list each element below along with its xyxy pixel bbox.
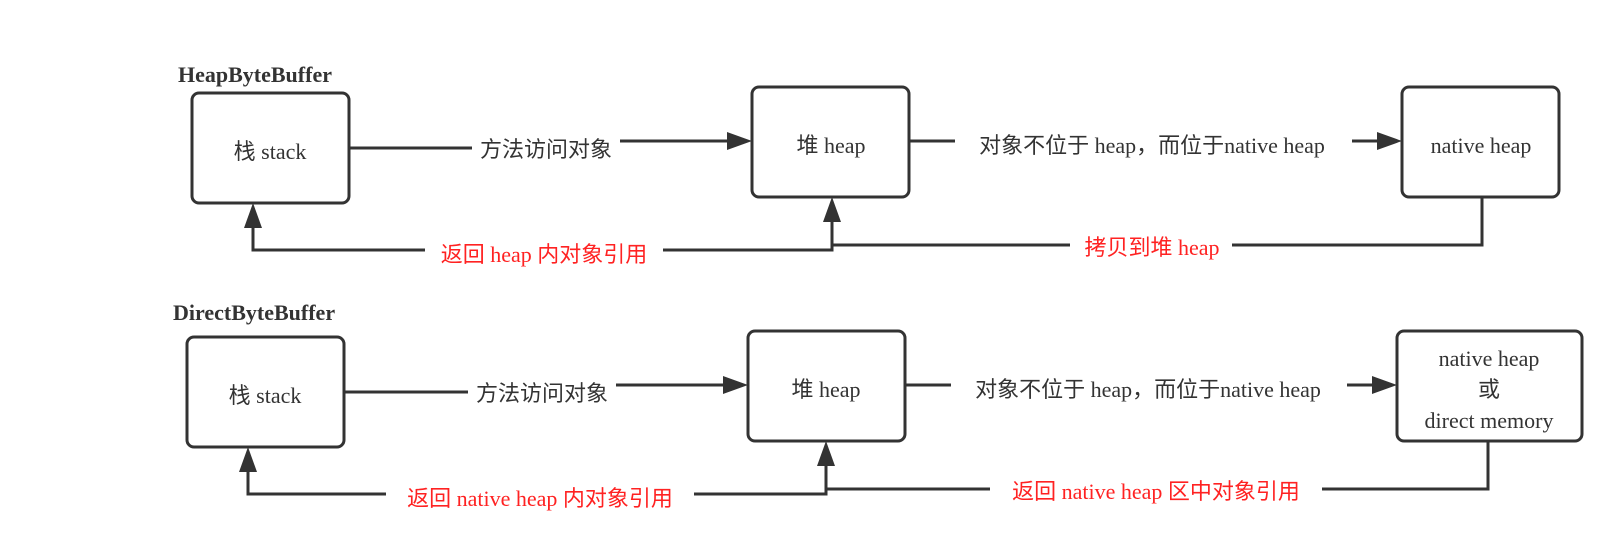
heap-native-box [1400, 85, 1561, 199]
direct-return-label: 返回 native heap 内对象引用 [407, 486, 673, 511]
direct-return-arrowhead [239, 447, 257, 472]
heap-copy-back-arrowhead [823, 197, 841, 222]
direct-heap-box [746, 329, 907, 443]
heap-call-arrowhead [727, 132, 752, 150]
direct-heap-box-label: 堆 heap [791, 377, 860, 402]
heap-buffer-title: HeapByteBuffer [178, 62, 332, 87]
direct-call-label: 方法访问对象 [476, 381, 608, 406]
heap-native-box-label: native heap [1431, 133, 1532, 158]
direct-native-box [1395, 329, 1584, 443]
heap-stack-box [190, 91, 351, 205]
heap-heap-box-label: 堆 heap [796, 133, 865, 158]
direct-return-from-native-label: 返回 native heap 区中对象引用 [1012, 479, 1300, 504]
heap-forward-arrowhead [1377, 132, 1402, 150]
heap-call-label: 方法访问对象 [480, 137, 612, 162]
direct-native-box-line3: direct memory [1425, 408, 1554, 433]
direct-native-box-line2: 或 [1478, 377, 1500, 402]
direct-call-arrowhead [723, 376, 748, 394]
direct-buffer-title: DirectByteBuffer [173, 300, 335, 325]
heap-heap-box [750, 85, 911, 199]
direct-stack-box-label: 栈 stack [229, 383, 302, 408]
heap-forward-label: 对象不位于 heap，而位于native heap [979, 133, 1325, 158]
direct-stack-box [185, 335, 346, 449]
heap-return-arrowhead [244, 203, 262, 228]
direct-forward-label: 对象不位于 heap，而位于native heap [975, 377, 1321, 402]
heap-return-label: 返回 heap 内对象引用 [441, 242, 648, 267]
heap-copy-back-label: 拷贝到堆 heap [1084, 235, 1219, 260]
heap-stack-box-label: 栈 stack [234, 139, 307, 164]
direct-return-from-native-arrowhead [817, 441, 835, 466]
direct-forward-arrowhead [1372, 376, 1397, 394]
direct-native-box-line1: native heap [1439, 346, 1540, 371]
